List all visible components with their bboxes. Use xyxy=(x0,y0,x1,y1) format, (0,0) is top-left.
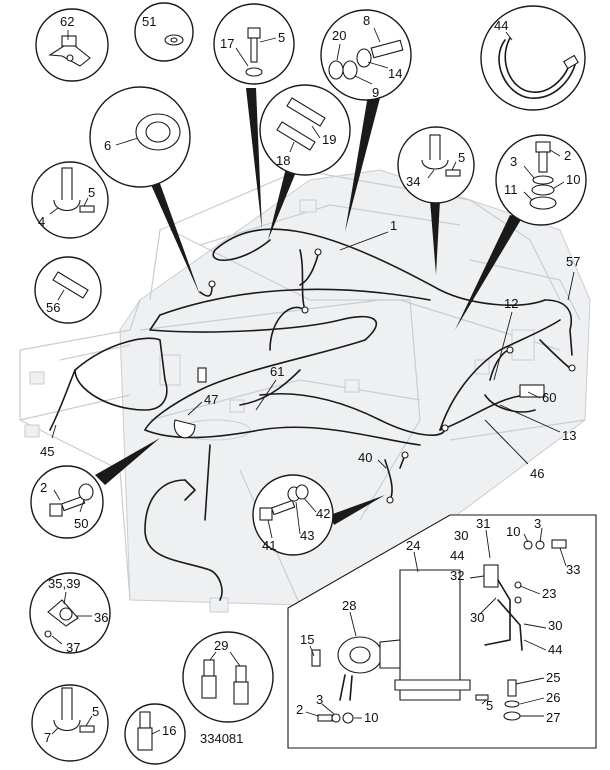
callout-6: 6 xyxy=(89,86,191,188)
callout-20: 8 20 14 9 xyxy=(320,9,412,101)
label-3-detail-top: 3 xyxy=(534,516,541,531)
label-24: 24 xyxy=(406,538,420,553)
label-19: 19 xyxy=(322,132,336,147)
label-32: 32 xyxy=(450,568,464,583)
callout-41: 42 41 43 xyxy=(252,474,334,556)
label-7: 7 xyxy=(44,730,51,745)
callout-pointers xyxy=(95,88,522,525)
label-16: 16 xyxy=(162,723,176,738)
label-25: 25 xyxy=(546,670,560,685)
label-45: 45 xyxy=(40,444,54,459)
callout-35: 35,39 36 37 xyxy=(29,572,111,655)
label-51: 51 xyxy=(142,14,156,29)
callout-17: 17 5 xyxy=(213,3,295,85)
label-8: 8 xyxy=(363,13,370,28)
machine-body-outline xyxy=(19,169,591,613)
label-33: 33 xyxy=(566,562,580,577)
callout-18: 19 18 xyxy=(259,84,351,176)
label-35-39: 35,39 xyxy=(48,576,81,591)
callout-16: 16 xyxy=(124,703,186,765)
label-1: 1 xyxy=(390,218,397,233)
label-10-detail-top: 10 xyxy=(506,524,520,539)
label-61: 61 xyxy=(270,364,284,379)
label-7-5: 5 xyxy=(92,704,99,719)
callout-4: 5 4 xyxy=(31,161,109,239)
label-47: 47 xyxy=(204,392,218,407)
drawing-reference-number: 334081 xyxy=(200,731,243,746)
callout-29: 29 xyxy=(182,631,274,723)
label-44: 44 xyxy=(494,18,508,33)
label-60: 60 xyxy=(542,390,556,405)
label-42: 42 xyxy=(316,506,330,521)
label-50-2: 2 xyxy=(40,480,47,495)
label-10-detail: 10 xyxy=(364,710,378,725)
callout-34: 5 34 xyxy=(397,126,475,204)
label-56: 56 xyxy=(46,300,60,315)
label-62: 62 xyxy=(60,14,74,29)
label-26: 26 xyxy=(546,690,560,705)
detail-inset-box: 24 31 30 44 32 10 3 33 23 30 30 44 28 15… xyxy=(287,514,597,749)
label-4-5: 5 xyxy=(88,185,95,200)
label-13: 13 xyxy=(562,428,576,443)
callout-7: 5 7 xyxy=(31,684,109,762)
label-30-right: 30 xyxy=(548,618,562,633)
label-3-2: 2 xyxy=(564,148,571,163)
label-6: 6 xyxy=(104,138,111,153)
label-23: 23 xyxy=(542,586,556,601)
label-41: 41 xyxy=(262,538,276,553)
label-29: 29 xyxy=(214,638,228,653)
label-34-5: 5 xyxy=(458,150,465,165)
label-43: 43 xyxy=(300,528,314,543)
label-3-detail: 3 xyxy=(316,692,323,707)
label-11: 11 xyxy=(504,182,518,197)
label-31: 31 xyxy=(476,516,490,531)
label-50: 50 xyxy=(74,516,88,531)
callout-44: 44 xyxy=(480,5,586,111)
label-14: 14 xyxy=(388,66,402,81)
label-12: 12 xyxy=(504,296,518,311)
label-17-5: 5 xyxy=(278,30,285,45)
label-5-detail: 5 xyxy=(486,698,493,713)
label-3-10: 10 xyxy=(566,172,580,187)
label-44-detail: 44 xyxy=(450,548,464,563)
label-17: 17 xyxy=(220,36,234,51)
label-36: 36 xyxy=(94,610,108,625)
label-27: 27 xyxy=(546,710,560,725)
label-40: 40 xyxy=(358,450,372,465)
label-46: 46 xyxy=(530,466,544,481)
callout-51: 51 xyxy=(134,2,194,62)
callout-56: 56 xyxy=(34,256,102,324)
label-18: 18 xyxy=(276,153,290,168)
label-44-right: 44 xyxy=(548,642,562,657)
label-9: 9 xyxy=(372,85,379,100)
label-28: 28 xyxy=(342,598,356,613)
label-3: 3 xyxy=(510,154,517,169)
harness-labels: 1 57 12 60 13 46 47 61 45 40 xyxy=(40,218,580,481)
label-37: 37 xyxy=(66,640,80,655)
label-4: 4 xyxy=(38,214,45,229)
callout-62: 62 xyxy=(35,8,109,82)
label-2-detail: 2 xyxy=(296,702,303,717)
label-30-mid: 30 xyxy=(470,610,484,625)
callout-3: 2 3 10 11 xyxy=(495,134,587,226)
wiring-harness xyxy=(49,228,576,601)
label-34: 34 xyxy=(406,174,420,189)
label-57: 57 xyxy=(566,254,580,269)
callout-50: 2 50 xyxy=(30,465,104,539)
label-15: 15 xyxy=(300,632,314,647)
label-20: 20 xyxy=(332,28,346,43)
label-30-top: 30 xyxy=(454,528,468,543)
